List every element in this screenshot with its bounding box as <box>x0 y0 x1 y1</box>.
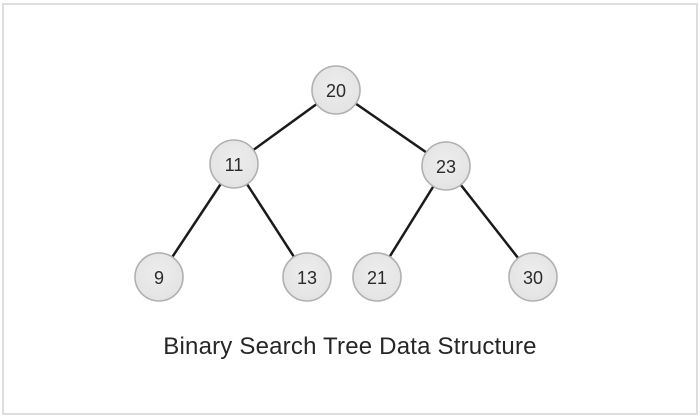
node-circle-20 <box>311 65 361 115</box>
tree-node-30: 30 <box>508 252 558 302</box>
tree-node-9: 9 <box>134 252 184 302</box>
node-label-13: 13 <box>297 268 317 288</box>
tree-node-13: 13 <box>282 252 332 302</box>
node-label-23: 23 <box>436 157 456 177</box>
node-label-20: 20 <box>326 81 346 101</box>
node-circle-21 <box>352 252 402 302</box>
tree-edges <box>157 88 534 278</box>
node-label-30: 30 <box>523 268 543 288</box>
tree-node-20: 20 <box>311 65 361 115</box>
node-label-21: 21 <box>367 268 387 288</box>
node-circle-11 <box>209 139 259 189</box>
tree-node-23: 23 <box>421 141 471 191</box>
node-circle-13 <box>282 252 332 302</box>
diagram-caption: Binary Search Tree Data Structure <box>163 333 537 360</box>
tree-node-21: 21 <box>352 252 402 302</box>
node-circle-30 <box>508 252 558 302</box>
node-circle-23 <box>421 141 471 191</box>
tree-nodes: 20 11 23 9 13 21 30 <box>134 65 558 302</box>
node-label-9: 9 <box>154 268 164 288</box>
node-label-11: 11 <box>225 155 244 175</box>
tree-node-11: 11 <box>209 139 259 189</box>
node-circle-9 <box>134 252 184 302</box>
